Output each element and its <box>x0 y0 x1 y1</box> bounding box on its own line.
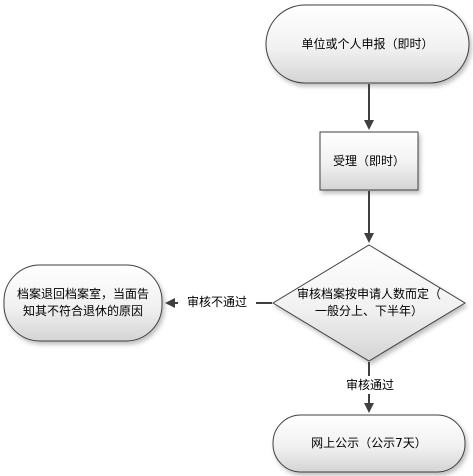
start-terminal <box>265 4 470 84</box>
start-text: 单位或个人申报（即时） <box>301 36 434 51</box>
edge-pass-label: 审核通过 <box>334 376 406 394</box>
review-text-line2: 一般分上、下半年） <box>314 304 423 318</box>
accept-process <box>319 131 419 191</box>
reject-text-line2: 知其不符合退休的原因 <box>22 304 143 318</box>
publish-label: 网上公示（公示7天） <box>273 415 465 472</box>
review-decision <box>272 244 466 362</box>
review-text-line1: 审核档案按申请人数而定（ <box>296 287 441 301</box>
accept-label: 受理（即时） <box>320 132 418 190</box>
publish-terminal <box>272 414 466 473</box>
accept-text: 受理（即时） <box>332 153 405 168</box>
review-label: 审核档案按申请人数而定（ 一般分上、下半年） <box>278 284 460 322</box>
reject-text-line1: 档案退回档案室，当面告 <box>16 287 149 301</box>
reject-terminal <box>3 264 163 342</box>
edge-pass-text: 审核通过 <box>345 377 394 392</box>
edge-fail-label: 审核不通过 <box>178 293 256 311</box>
publish-text: 网上公示（公示7天） <box>311 436 427 450</box>
edge-fail-text: 审核不通过 <box>186 294 247 309</box>
reject-label: 档案退回档案室，当面告 知其不符合退休的原因 <box>6 283 160 323</box>
start-label: 单位或个人申报（即时） <box>266 5 469 83</box>
